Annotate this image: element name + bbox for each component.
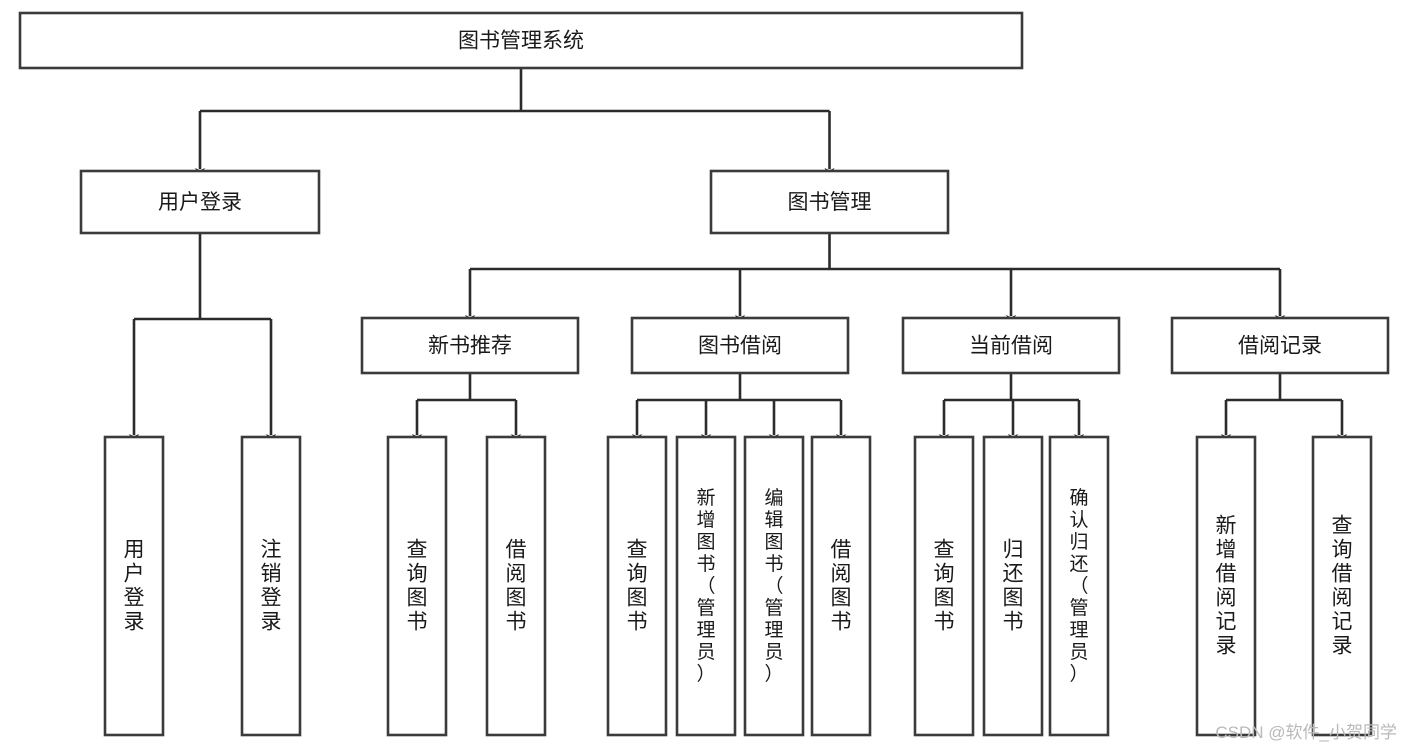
node-label-leaf-query-book-2: 查询图书 [627,539,648,634]
node-box-user-login[interactable] [79,169,321,235]
node-label-leaf-query-book-3: 查询图书 [934,539,955,634]
level3-node[interactable]: 当前借阅 [901,316,1121,375]
node-label-book-management: 图书管理 [788,191,872,214]
leaf-node[interactable]: 查询图书 [913,435,975,737]
node-box-leaf-add-book[interactable] [675,435,737,737]
level3-node[interactable]: 图书借阅 [630,316,850,375]
node-label-leaf-edit-book: 编辑图书（管理员） [764,487,783,685]
node-box-current-borrow[interactable] [901,316,1121,375]
node-label-user-login: 用户登录 [158,191,242,214]
leaf-node[interactable]: 查询图书 [386,435,448,737]
node-box-borrow-records[interactable] [1170,316,1390,375]
root-node[interactable]: 图书管理系统 [18,11,1024,70]
leaf-node[interactable]: 确认归还（管理员） [1048,435,1110,737]
node-label-leaf-query-borrow-record: 查询借阅记录 [1332,515,1353,658]
node-box-leaf-confirm-return[interactable] [1048,435,1110,737]
leaf-node[interactable]: 用户登录 [103,435,165,737]
node-label-leaf-query-book-1: 查询图书 [407,539,428,634]
leaf-node[interactable]: 借阅图书 [810,435,872,737]
node-box-new-book-recommend[interactable] [360,316,580,375]
node-label-leaf-user-login: 用户登录 [124,539,145,634]
node-label-new-book-recommend: 新书推荐 [428,335,512,358]
leaf-node[interactable]: 注销登录 [240,435,302,737]
level2-node[interactable]: 图书管理 [709,169,950,235]
leaf-node[interactable]: 新增借阅记录 [1195,435,1257,737]
node-box-leaf-user-login[interactable] [103,435,165,737]
node-box-leaf-borrow-book-2[interactable] [810,435,872,737]
leaf-node[interactable]: 编辑图书（管理员） [743,435,805,737]
node-box-book-borrow[interactable] [630,316,850,375]
node-label-leaf-user-logout: 注销登录 [261,539,282,634]
node-box-book-management[interactable] [709,169,950,235]
node-label-current-borrow: 当前借阅 [969,335,1053,358]
edges-layer [129,68,1347,443]
leaf-node[interactable]: 新增图书（管理员） [675,435,737,737]
node-box-leaf-borrow-book-1[interactable] [485,435,547,737]
csdn-watermark: CSDN @软件_小贺同学 [1215,723,1397,742]
node-box-leaf-query-book-1[interactable] [386,435,448,737]
node-box-leaf-query-borrow-record[interactable] [1311,435,1373,737]
node-box-leaf-query-book-3[interactable] [913,435,975,737]
node-label-leaf-return-book: 归还图书 [1003,539,1024,634]
node-box-leaf-user-logout[interactable] [240,435,302,737]
node-label-leaf-borrow-book-2: 借阅图书 [831,539,852,634]
node-box-leaf-query-book-2[interactable] [606,435,668,737]
node-box-root[interactable] [18,11,1024,70]
node-label-leaf-add-borrow-record: 新增借阅记录 [1216,515,1237,658]
level3-node[interactable]: 新书推荐 [360,316,580,375]
nodes-layer: 图书管理系统用户登录图书管理新书推荐图书借阅当前借阅借阅记录用户登录注销登录查询… [18,11,1390,737]
node-label-book-borrow: 图书借阅 [698,335,782,358]
node-box-leaf-edit-book[interactable] [743,435,805,737]
node-label-borrow-records: 借阅记录 [1238,335,1322,358]
node-label-leaf-add-book: 新增图书（管理员） [696,487,715,685]
leaf-node[interactable]: 借阅图书 [485,435,547,737]
leaf-node[interactable]: 归还图书 [982,435,1044,737]
leaf-node[interactable]: 查询借阅记录 [1311,435,1373,737]
node-box-leaf-add-borrow-record[interactable] [1195,435,1257,737]
level3-node[interactable]: 借阅记录 [1170,316,1390,375]
node-label-leaf-confirm-return: 确认归还（管理员） [1069,487,1088,685]
node-label-root: 图书管理系统 [458,30,584,53]
leaf-node[interactable]: 查询图书 [606,435,668,737]
level2-node[interactable]: 用户登录 [79,169,321,235]
node-box-leaf-return-book[interactable] [982,435,1044,737]
node-label-leaf-borrow-book-1: 借阅图书 [506,539,527,634]
